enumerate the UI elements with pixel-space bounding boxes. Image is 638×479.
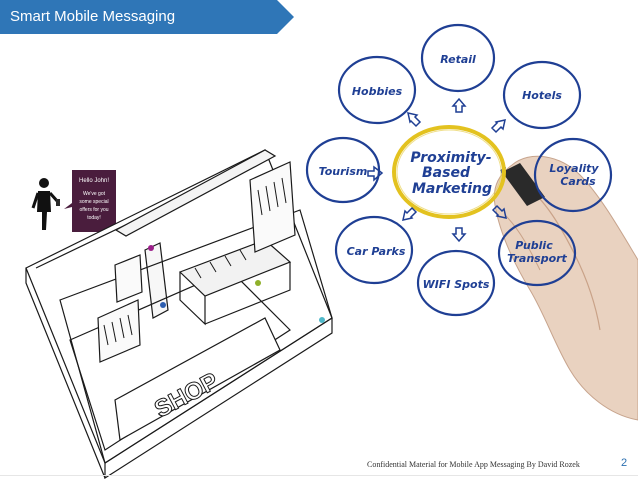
node-label-wifi: WIFI Spots [423,278,490,291]
node-hobbies: Hobbies [337,55,417,125]
arrow-up-right [490,119,506,134]
node-retail: Retail [420,23,496,93]
marketing-diagram: Proximity- Based Marketing Retail Hotels… [305,23,638,421]
title-banner: Smart Mobile Messaging [0,0,295,34]
node-label-tourism: Tourism [319,165,368,178]
node-label-public: Public [515,239,553,252]
node-car-parks: Car Parks [334,215,414,285]
shopper-figure [31,178,60,230]
node-label-loyality: Loyality [549,162,599,175]
footer-rule [0,475,638,476]
node-public-transport: Public Transport [497,219,577,287]
node-label-transport: Transport [507,252,567,265]
beacon-purple [148,245,154,251]
title-banner-shape [0,0,294,34]
center-line-2: Based [422,165,471,181]
hand-holding-marker [493,155,638,421]
arrow-down-left [402,206,418,221]
arrow-down-right [491,204,507,219]
center-line-1: Proximity- [410,150,491,166]
bubble-line-3: some special [79,199,108,205]
diagram-arrows [367,97,507,243]
beacon-green [255,280,261,286]
arrow-up [451,97,467,113]
footer-confidential: Confidential Material for Mobile App Mes… [367,460,580,469]
bubble-line-5: today! [87,215,101,221]
speech-bubble: Hello John! We've got some special offer… [64,170,116,232]
node-loyality-cards: Loyality Cards [533,137,613,213]
node-tourism: Tourism [305,136,381,204]
center-ring [392,125,506,219]
node-label-retail: Retail [440,53,476,66]
bubble-line-2: We've got [83,191,106,197]
arrow-down [451,227,467,243]
node-label-cards: Cards [560,175,596,188]
arrow-left [367,165,384,182]
node-label-car-parks: Car Parks [347,245,406,258]
phone-icon [56,199,60,206]
node-hotels: Hotels [502,60,582,130]
beacon-blue [160,302,166,308]
page-number: 2 [621,457,628,469]
node-label-hotels: Hotels [522,89,562,102]
shop-drawing [25,149,333,479]
center-line-3: Marketing [412,181,492,197]
node-label-hobbies: Hobbies [352,85,403,98]
arrow-up-left [407,112,422,128]
node-wifi-spots: WIFI Spots [416,249,496,317]
slide-title: Smart Mobile Messaging [10,8,176,25]
beacon-cyan [319,317,325,323]
bubble-line-4: offers for you [79,207,108,213]
bubble-line-1: Hello John! [79,178,109,184]
